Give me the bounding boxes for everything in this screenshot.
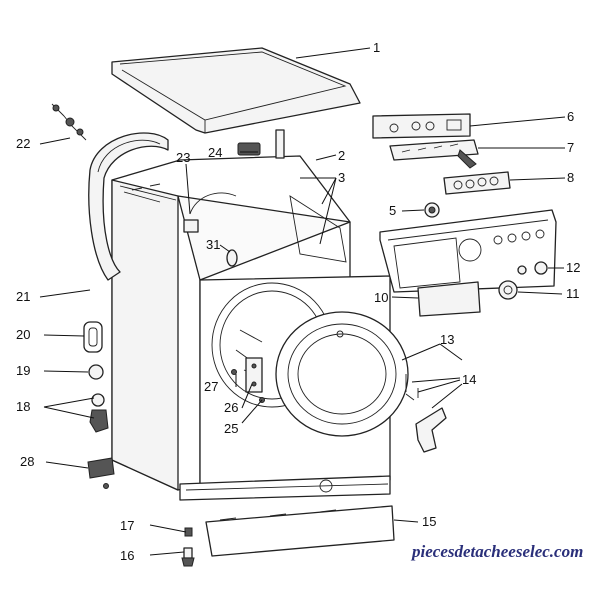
callout-27: 27 bbox=[204, 379, 218, 394]
callout-10: 10 bbox=[374, 290, 388, 305]
kick-plate bbox=[205, 505, 395, 557]
callout-15: 15 bbox=[422, 514, 436, 529]
door-assembly bbox=[275, 311, 409, 437]
button-strip bbox=[443, 171, 511, 195]
electronic-module bbox=[389, 139, 479, 169]
callout-7: 7 bbox=[567, 140, 574, 155]
small-knob bbox=[424, 202, 440, 218]
callout-22: 22 bbox=[16, 136, 30, 151]
pressure-switch bbox=[88, 364, 104, 380]
callout-3: 3 bbox=[338, 170, 345, 185]
callout-labels: 1 2 3 5 6 7 8 10 11 12 13 14 15 16 17 18… bbox=[16, 40, 580, 563]
small-clip bbox=[226, 249, 238, 267]
top-lid bbox=[111, 47, 361, 134]
control-board bbox=[372, 113, 471, 139]
callout-13: 13 bbox=[440, 332, 454, 347]
door-gasket-ring bbox=[88, 132, 169, 281]
callout-23: 23 bbox=[176, 150, 190, 165]
callout-12: 12 bbox=[566, 260, 580, 275]
detergent-drawer bbox=[417, 281, 481, 317]
callout-8: 8 bbox=[567, 170, 574, 185]
callout-6: 6 bbox=[567, 109, 574, 124]
callout-16: 16 bbox=[120, 548, 134, 563]
watermark-text: piecesdetacheeselec.com bbox=[410, 542, 583, 561]
callout-21: 21 bbox=[16, 289, 30, 304]
foot-spacer bbox=[184, 527, 193, 537]
callout-1: 1 bbox=[373, 40, 380, 55]
gasket-clamp-spring bbox=[51, 103, 87, 141]
callout-20: 20 bbox=[16, 327, 30, 342]
callout-19: 19 bbox=[16, 363, 30, 378]
adjustable-foot bbox=[181, 547, 195, 567]
pump-filter-parts bbox=[89, 393, 109, 433]
callout-17: 17 bbox=[120, 518, 134, 533]
door-switch bbox=[237, 129, 285, 159]
programme-knob bbox=[498, 280, 518, 300]
callout-11: 11 bbox=[566, 286, 580, 301]
control-fascia bbox=[379, 209, 557, 293]
callout-2: 2 bbox=[338, 148, 345, 163]
callout-25: 25 bbox=[224, 421, 238, 436]
door-handle bbox=[405, 374, 447, 453]
callout-24: 24 bbox=[208, 145, 222, 160]
inner-bracket bbox=[183, 192, 237, 233]
callout-5: 5 bbox=[389, 203, 396, 218]
door-lock bbox=[83, 321, 103, 353]
callout-31: 31 bbox=[206, 237, 220, 252]
callout-28: 28 bbox=[20, 454, 34, 469]
callout-14: 14 bbox=[462, 372, 476, 387]
callout-18: 18 bbox=[16, 399, 30, 414]
push-button bbox=[517, 261, 548, 275]
filter-cover bbox=[87, 457, 115, 489]
callout-26: 26 bbox=[224, 400, 238, 415]
leader-lines bbox=[39, 47, 566, 556]
door-hinge bbox=[245, 357, 263, 393]
